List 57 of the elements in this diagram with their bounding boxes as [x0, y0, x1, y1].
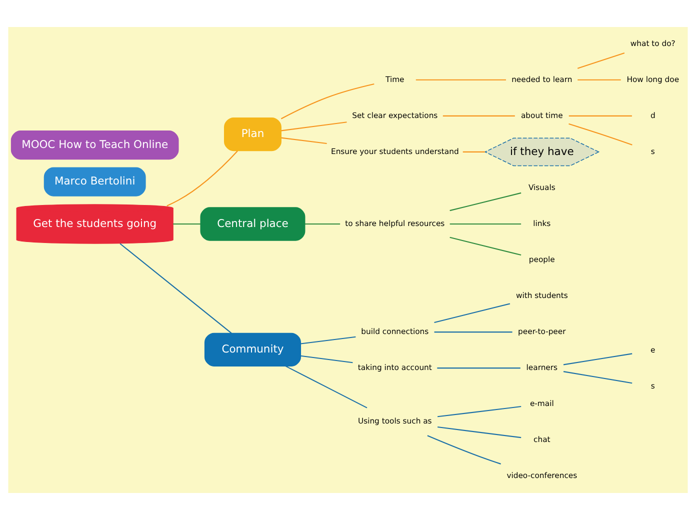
connector [434, 332, 512, 333]
connector [450, 192, 522, 212]
node-text: s [650, 381, 655, 390]
node-text: needed to learn [512, 74, 572, 84]
node-text: Visuals [528, 182, 556, 192]
connector [166, 150, 238, 206]
node-text: How long doe [626, 74, 680, 84]
connector [300, 336, 356, 344]
connector [437, 368, 520, 369]
node-text: what to do? [630, 38, 676, 48]
connector [437, 406, 522, 418]
node-text: Ensure your students understand [331, 146, 459, 156]
connector [300, 355, 353, 364]
connector [280, 83, 374, 120]
node-text: Time [386, 74, 404, 84]
connector [568, 123, 632, 146]
node-text: e-mail [530, 399, 554, 408]
connector [304, 223, 340, 225]
connector [437, 426, 522, 438]
node-text: to share helpful resources [345, 218, 445, 228]
connector [577, 52, 625, 69]
node-box: Central place [200, 207, 306, 241]
node-text: build connections [361, 326, 429, 336]
node-text: links [533, 218, 551, 228]
node-text: Using tools such as [358, 416, 432, 426]
node-text: e [650, 345, 656, 354]
connector [442, 115, 515, 116]
connector [281, 137, 327, 144]
connector [120, 243, 232, 334]
connector [286, 366, 368, 408]
node-box: MOOC How to Teach Online [10, 130, 179, 160]
connector [563, 371, 632, 384]
node-box: Marco Bertolini [44, 167, 146, 196]
node-text: about time [520, 110, 563, 120]
connector [462, 151, 485, 152]
node-text: chat [534, 435, 550, 444]
connector [563, 353, 632, 366]
node-text: learners [526, 362, 558, 372]
node-box: Plan [224, 117, 282, 152]
node-text: d [650, 110, 656, 120]
connector [173, 223, 200, 225]
node-text: taking into account [358, 362, 432, 372]
node-text: with students [516, 290, 568, 300]
node-text: people [528, 254, 555, 264]
node-text: s [650, 146, 655, 156]
node-box: Community [204, 332, 302, 367]
node-text: peer-to-peer [518, 326, 566, 336]
node-text: Set clear expectations [352, 110, 438, 120]
connector [450, 223, 522, 225]
connector [578, 79, 621, 80]
connector [450, 236, 522, 256]
connector [568, 115, 632, 116]
node-text: video-conferences [506, 471, 578, 480]
connector [434, 303, 510, 324]
connector [281, 122, 347, 132]
connector [427, 435, 501, 464]
connector [416, 79, 506, 80]
